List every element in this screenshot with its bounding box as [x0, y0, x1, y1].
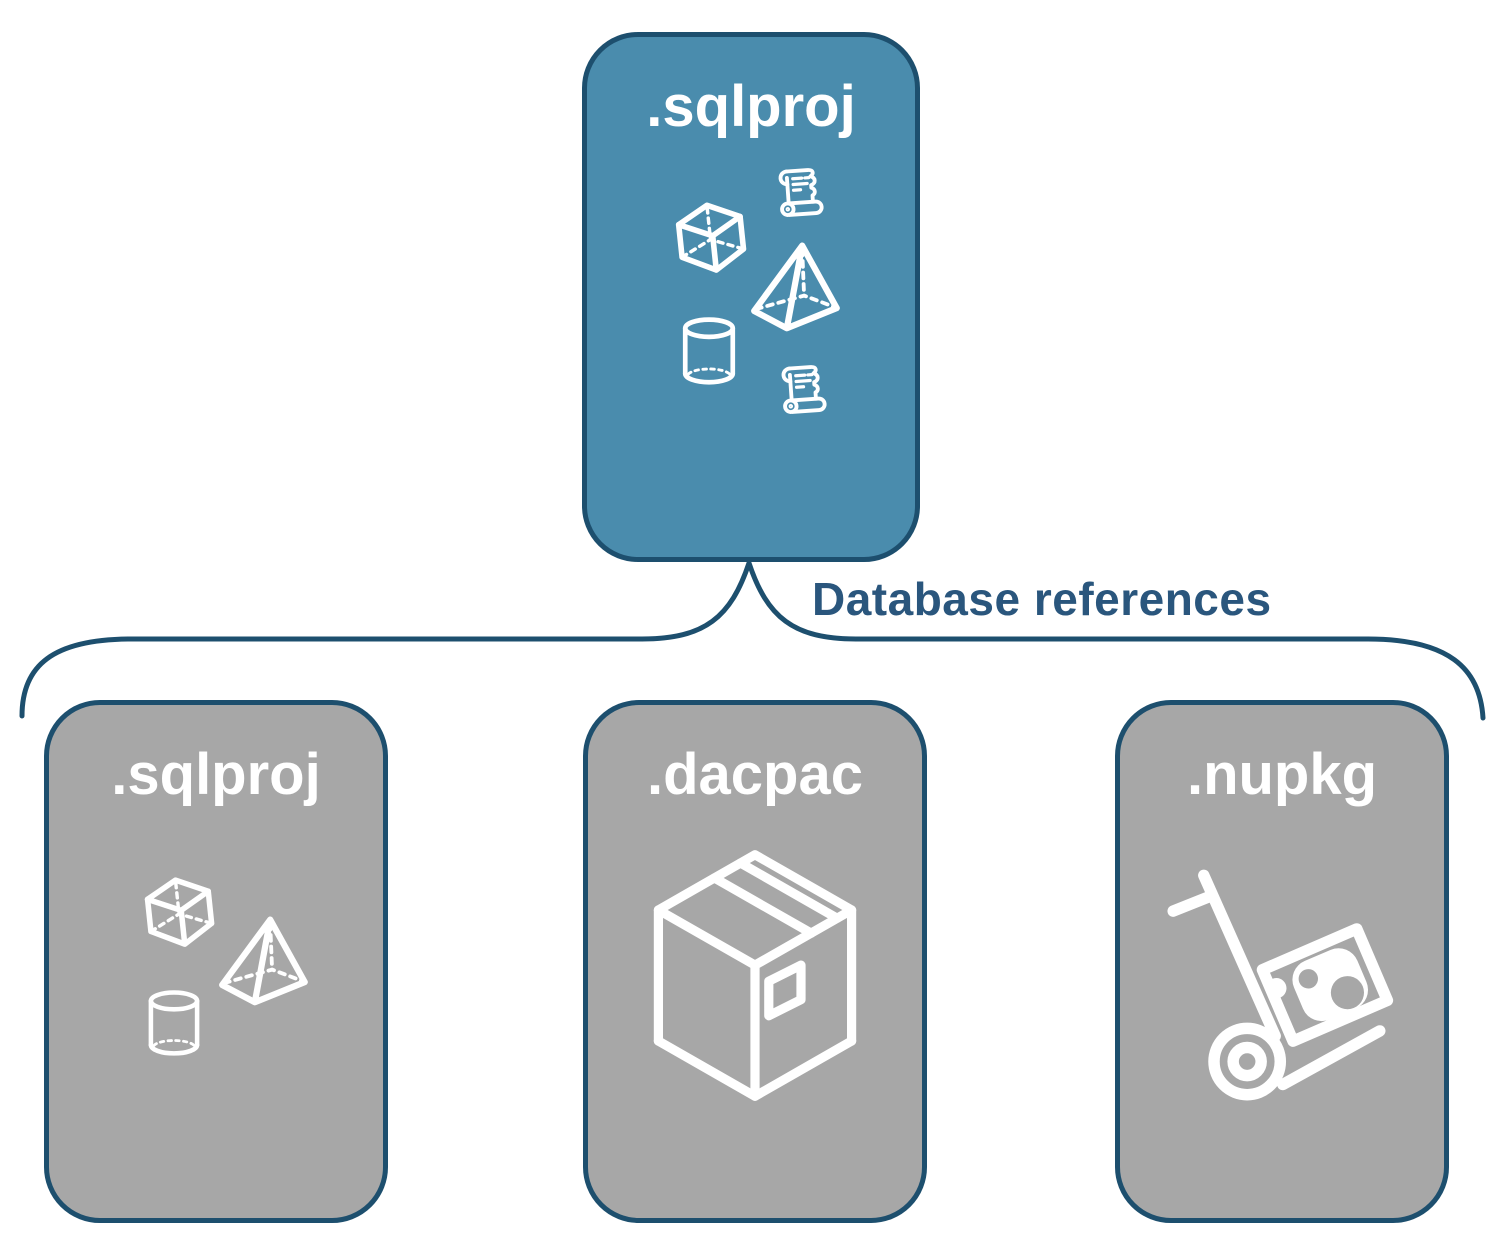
package-box-icon [640, 843, 870, 1108]
hand-truck-icon [1163, 855, 1418, 1110]
cube-icon [668, 193, 754, 279]
pyramid-icon [213, 912, 312, 1008]
brace-label: Database references [812, 573, 1272, 625]
card-dacpac-title: .dacpac [647, 742, 863, 807]
scroll-icon [765, 163, 833, 227]
card-nupkg: .nupkg [1115, 700, 1449, 1223]
cube-icon [137, 868, 222, 953]
card-sqlproj-main: .sqlproj [582, 32, 920, 562]
cylinder-icon [139, 983, 209, 1065]
cylinder-icon [673, 309, 745, 395]
card-dacpac: .dacpac [583, 700, 927, 1223]
card-nupkg-title: .nupkg [1186, 742, 1378, 807]
card-sqlproj-main-title: .sqlproj [646, 74, 856, 139]
pyramid-icon [745, 238, 844, 334]
card-sqlproj-child-title: .sqlproj [111, 742, 321, 807]
card-sqlproj-child: .sqlproj [44, 700, 388, 1223]
scroll-icon [768, 360, 836, 424]
brace-curve [19, 555, 1486, 721]
